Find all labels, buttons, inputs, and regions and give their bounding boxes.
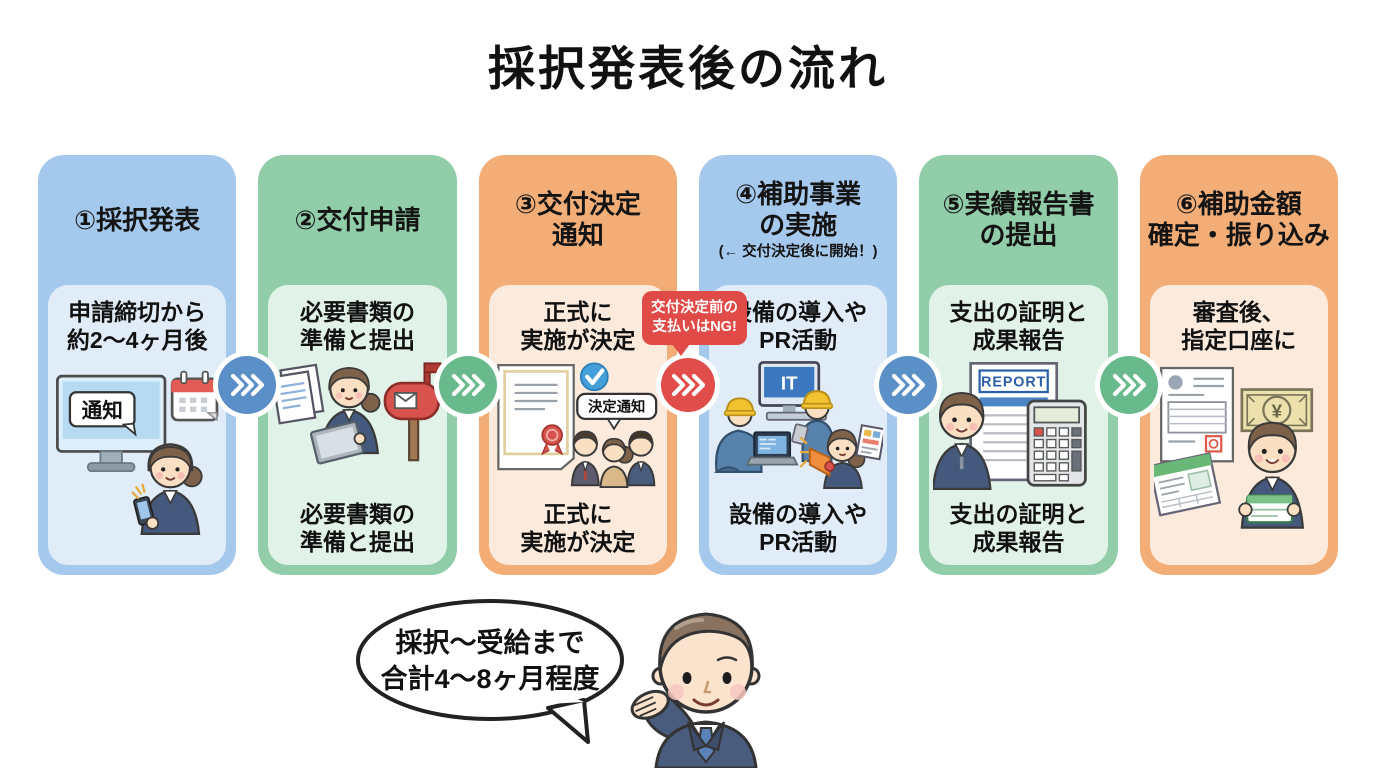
check-icon [579,362,609,392]
step-4-bottom-text: 設備の導入や PR活動 [729,500,868,555]
step-5-illustration: REPORT [933,354,1103,500]
calculator-icon [1026,399,1088,487]
presenter-man-illustration [630,612,761,770]
bank-statement-icon [1153,452,1221,517]
step-5-bottom-text: 支出の証明と 成果報告 [949,500,1088,555]
calendar-icon [170,370,219,422]
flow-arrow-4-icon [879,356,937,414]
step-6-header-line2: 確定・振り込み [1147,220,1330,250]
step-card-3-grant-decision-notice: ③交付決定 通知 正式に 実施が決定 [478,155,677,575]
step-2-top-text: 必要書類の 準備と提出 [299,299,415,354]
step-5-header-line2: の提出 [979,220,1058,250]
step-5-header: ⑤実績報告書 の提出 [919,155,1117,285]
mailbox-icon [383,362,442,462]
step-5-top-text: 支出の証明と 成果報告 [949,299,1088,354]
step-3-header: ③交付決定 通知 [479,155,677,285]
man-with-passbook-icon [1237,421,1304,529]
certificate-icon [496,364,575,471]
step-2-body: 必要書類の 準備と提出 [268,285,447,565]
application-illustration [272,362,442,465]
woman-with-phone [131,443,203,536]
step-3-bottom-text: 正式に 実施が決定 [520,500,636,555]
warning-line2: 支払いはNG! [652,318,737,335]
step-6-header: ⑥補助金額 確定・振り込み [1140,155,1338,285]
hair [658,612,754,671]
no-payment-warning-badge: 交付決定前の 支払いはNG! [642,291,747,356]
page-title: 採択発表後の流れ [488,42,888,95]
step-3-header-line1: ③交付決定 [514,189,641,220]
warning-line1: 交付決定前の [651,300,738,316]
report-label: REPORT [981,375,1046,391]
three-people-icons [570,430,656,489]
decision-illustration: 決定通知 [496,362,657,489]
step-4-header-line1: ④補助事業 [735,179,862,210]
woman-with-tablet [310,366,381,465]
notification-illustration: 通知 [56,370,219,536]
bubble-line2: 合計4〜8ヶ月程度 [380,663,599,694]
bubble-line1: 採択〜受給まで [396,627,585,658]
step-2-illustration [272,354,442,500]
step-card-4-project-implementation: ④補助事業 の実施 (← 交付決定後に開始！) 設備の導入や PR活動 IT [698,155,898,575]
step-3-header-line2: 通知 [551,220,604,250]
step-card-6-amount-confirmed-payment: ⑥補助金額 確定・振り込み 審査後、 指定口座に [1139,155,1338,575]
monitor-icon: 通知 [56,374,167,473]
speech-bubble-shape: 採択〜受給まで 合計4〜8ヶ月程度 [356,599,624,744]
step-card-2-grant-application: ②交付申請 必要書類の 準備と提出 [258,155,457,575]
head [651,612,761,714]
step-2-header-line1: ②交付申請 [294,204,421,235]
step-6-body: 審査後、 指定口座に [1149,285,1328,565]
step-6-top-text: 審査後、 指定口座に [1181,299,1297,354]
step-1-illustration: 通知 [52,354,222,556]
step-card-5-results-report: ⑤実績報告書 の提出 支出の証明と 成果報告 REPORT [919,155,1118,575]
summary-speech-bubble: 採択〜受給まで 合計4〜8ヶ月程度 [352,596,652,761]
step-1-top-text: 申請締切から 約2〜4ヶ月後 [66,299,208,354]
decision-speech-bubble: 決定通知 [575,392,657,431]
step-5-header-line1: ⑤実績報告書 [942,189,1095,220]
step-6-header-line1: ⑥補助金額 [1175,189,1302,220]
flow-arrow-1-icon [218,356,276,414]
step-4-header-note: (← 交付決定後に開始！) [718,243,878,260]
step-1-header-line1: ①採択発表 [74,204,201,235]
step-5-body: 支出の証明と 成果報告 REPORT [929,285,1108,565]
process-flow: ①採択発表 申請締切から 約2〜4ヶ月後 通知 [38,155,1338,575]
step-4-illustration: IT [713,354,884,500]
report-illustration: REPORT [933,362,1088,490]
documents-icon [272,363,325,425]
laptop-icon [745,431,799,466]
step-3-illustration: 決定通知 [493,354,663,500]
step-3-top-text: 正式に 実施が決定 [520,299,636,354]
presenter-character [630,590,782,773]
step-4-header-line2: の実施 [759,209,838,240]
flow-arrow-2-icon [439,356,497,414]
yen-symbol: ¥ [1271,400,1282,421]
it-monitor-icon: IT [758,361,827,421]
step-2-header: ②交付申請 [258,155,456,285]
step-card-1-adoption-announcement: ①採択発表 申請締切から 約2〜4ヶ月後 通知 [38,155,237,575]
step-4-top-text: 設備の導入や PR活動 [729,299,868,354]
step-2-bottom-text: 必要書類の 準備と提出 [299,500,415,555]
step-4-header: ④補助事業 の実施 (← 交付決定後に開始！) [699,155,897,285]
step-6-illustration: ¥ [1153,354,1324,556]
it-label: IT [781,372,798,393]
pr-woman-megaphone-icon [799,424,884,489]
payment-illustration: ¥ [1153,366,1313,529]
decision-label: 決定通知 [588,398,645,416]
flow-arrow-3-icon [661,358,715,412]
implementation-illustration: IT [713,361,884,489]
step-1-header: ①採択発表 [38,155,236,285]
businessman-bust-icon [933,391,992,490]
step-3-body: 正式に 実施が決定 [488,285,667,565]
lapels [687,721,725,752]
step-1-body: 申請締切から 約2〜4ヶ月後 通知 [48,285,227,565]
step-4-body: 設備の導入や PR活動 IT [708,285,888,565]
sealed-document-icon [1159,366,1234,463]
flow-arrow-5-icon [1100,356,1158,414]
notify-label: 通知 [82,398,123,422]
